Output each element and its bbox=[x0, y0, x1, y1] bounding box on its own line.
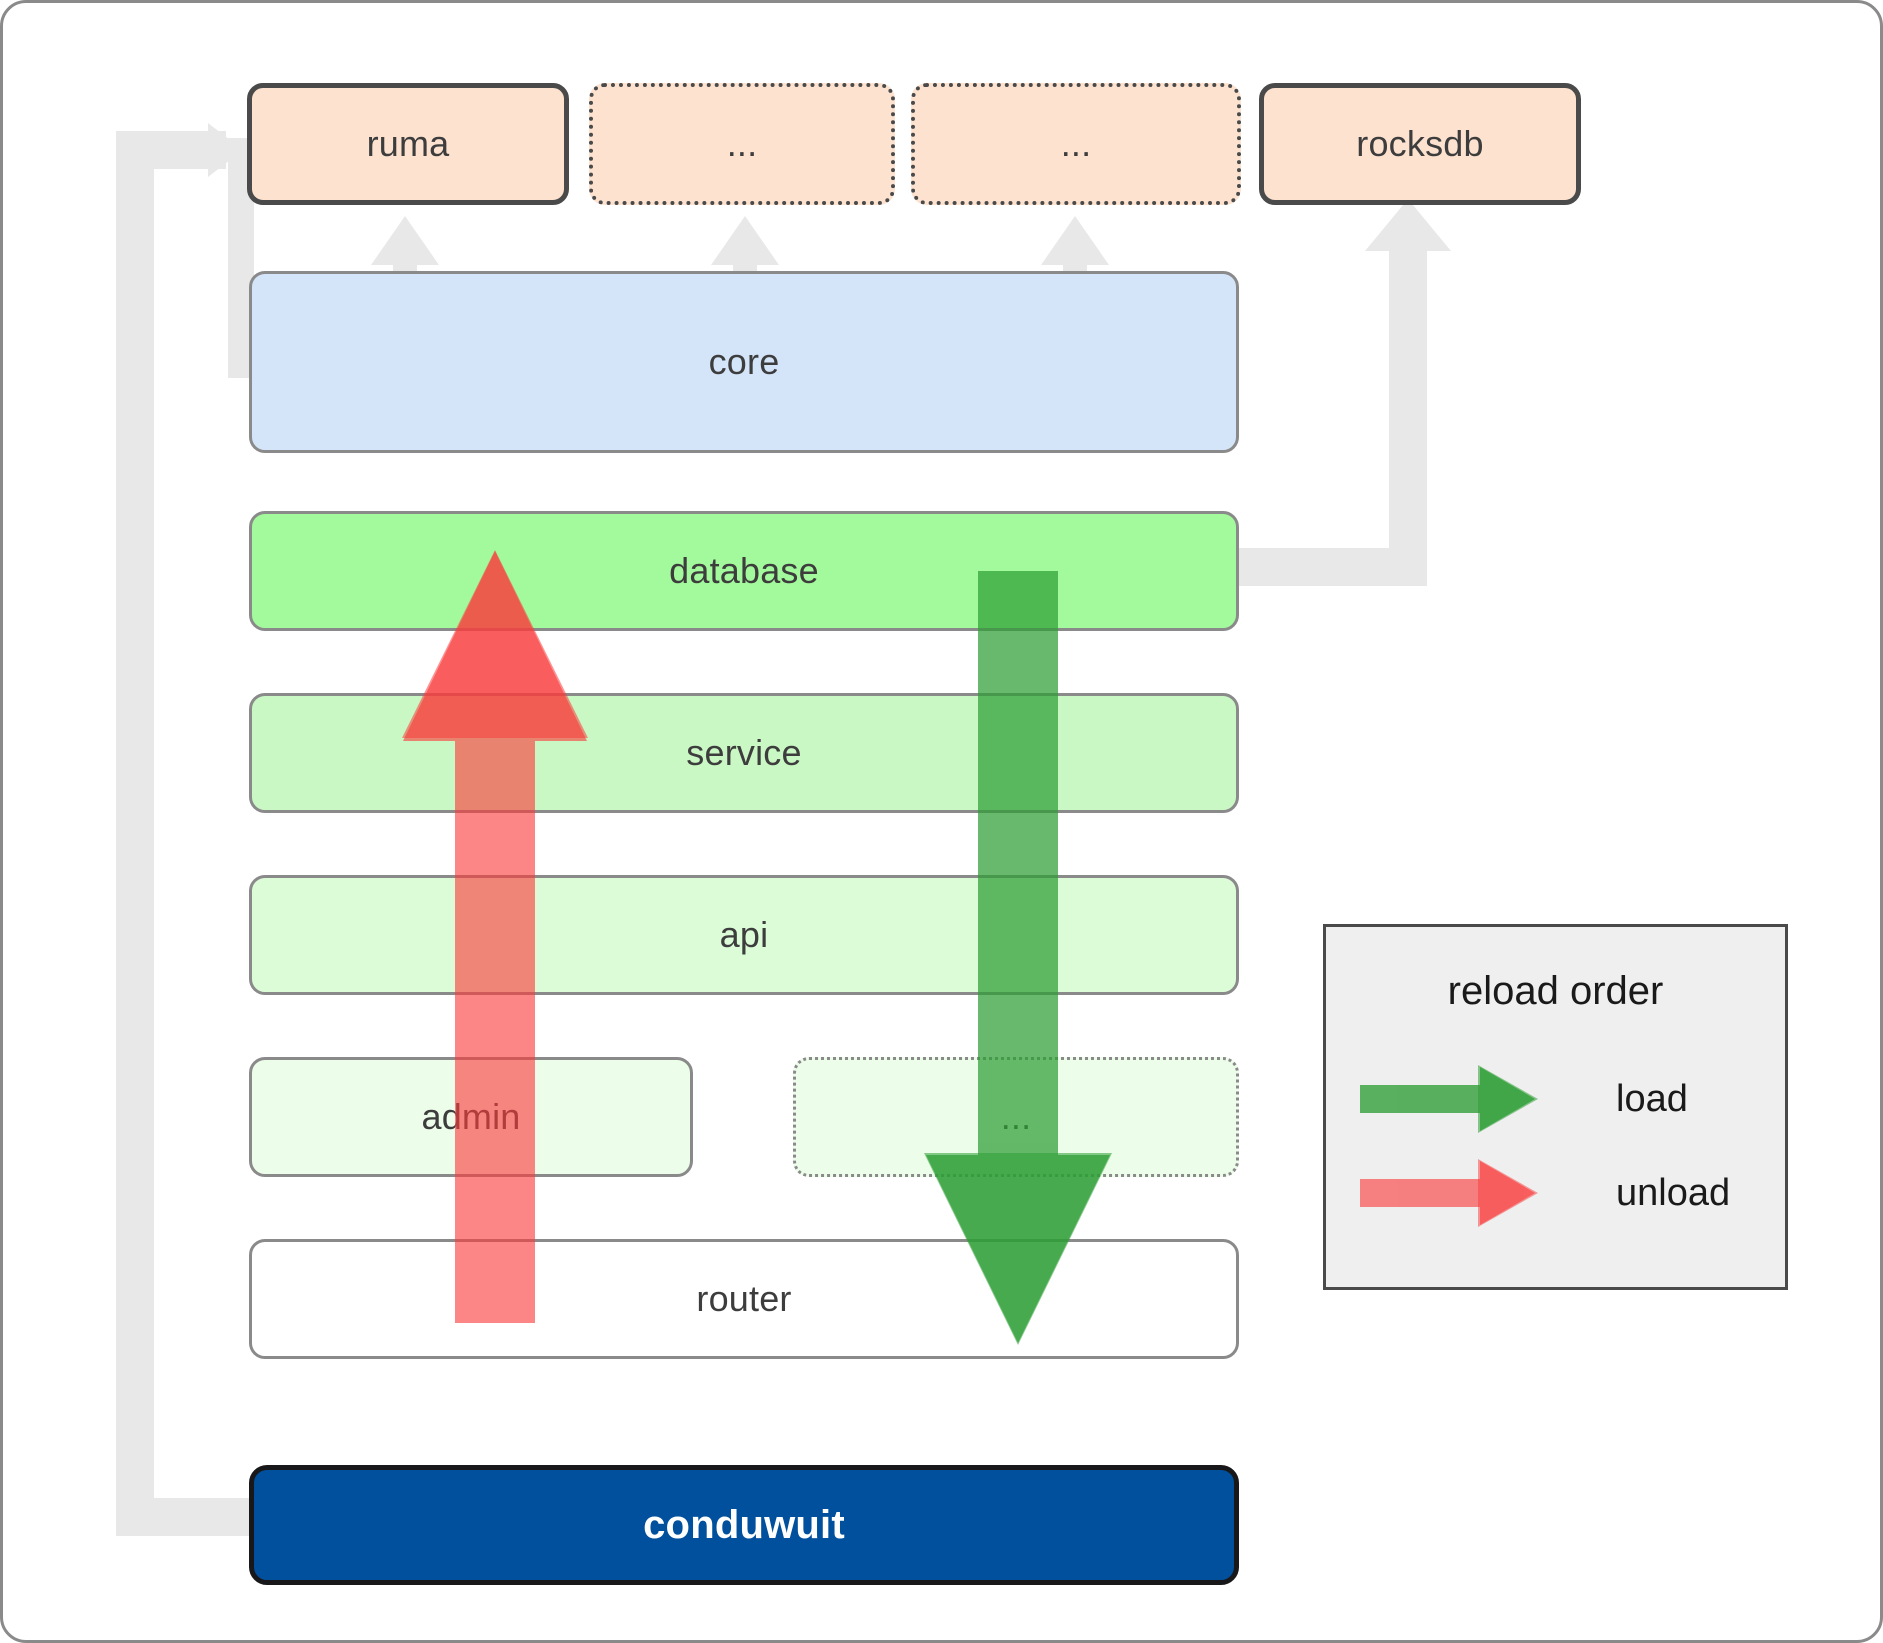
legend-row-unload: unload bbox=[1326, 1153, 1785, 1233]
legend-title: reload order bbox=[1447, 969, 1664, 1013]
dependency-label-ruma: ruma bbox=[366, 123, 450, 164]
dependency-box-ellipsis-1[interactable]: ... bbox=[589, 83, 895, 205]
dependency-label-rocksdb: rocksdb bbox=[1356, 123, 1484, 164]
root-label-conduwuit: conduwuit bbox=[643, 1503, 845, 1547]
legend-label-unload: unload bbox=[1616, 1172, 1731, 1214]
core-box[interactable]: core bbox=[249, 271, 1239, 453]
root-box-conduwuit[interactable]: conduwuit bbox=[249, 1465, 1239, 1585]
dependency-label-ellipsis-2: ... bbox=[1060, 123, 1092, 164]
layer-label-database: database bbox=[669, 550, 819, 591]
layer-label-admin: admin bbox=[421, 1096, 521, 1137]
unload-arrow-icon bbox=[1360, 1153, 1590, 1233]
layer-label-service: service bbox=[686, 732, 802, 773]
layer-box-api[interactable]: api bbox=[249, 875, 1239, 995]
layer-box-service[interactable]: service bbox=[249, 693, 1239, 813]
layer-box-ellipsis[interactable]: ... bbox=[793, 1057, 1239, 1177]
layer-box-admin[interactable]: admin bbox=[249, 1057, 693, 1177]
legend-panel: reload order load bbox=[1323, 924, 1788, 1290]
layer-box-router[interactable]: router bbox=[249, 1239, 1239, 1359]
legend-label-load: load bbox=[1616, 1078, 1688, 1120]
dependency-box-ellipsis-2[interactable]: ... bbox=[911, 83, 1241, 205]
layer-label-ellipsis: ... bbox=[1000, 1096, 1032, 1137]
legend-row-load: load bbox=[1326, 1059, 1785, 1139]
dependency-label-ellipsis-1: ... bbox=[726, 123, 758, 164]
dependency-box-ruma[interactable]: ruma bbox=[247, 83, 569, 205]
dependency-box-rocksdb[interactable]: rocksdb bbox=[1259, 83, 1581, 205]
layer-box-database[interactable]: database bbox=[249, 511, 1239, 631]
core-label: core bbox=[708, 341, 780, 382]
layer-label-router: router bbox=[696, 1278, 792, 1319]
load-arrow-icon bbox=[1360, 1059, 1590, 1139]
layer-label-api: api bbox=[719, 914, 769, 955]
dependency-connectors bbox=[116, 123, 1451, 1536]
